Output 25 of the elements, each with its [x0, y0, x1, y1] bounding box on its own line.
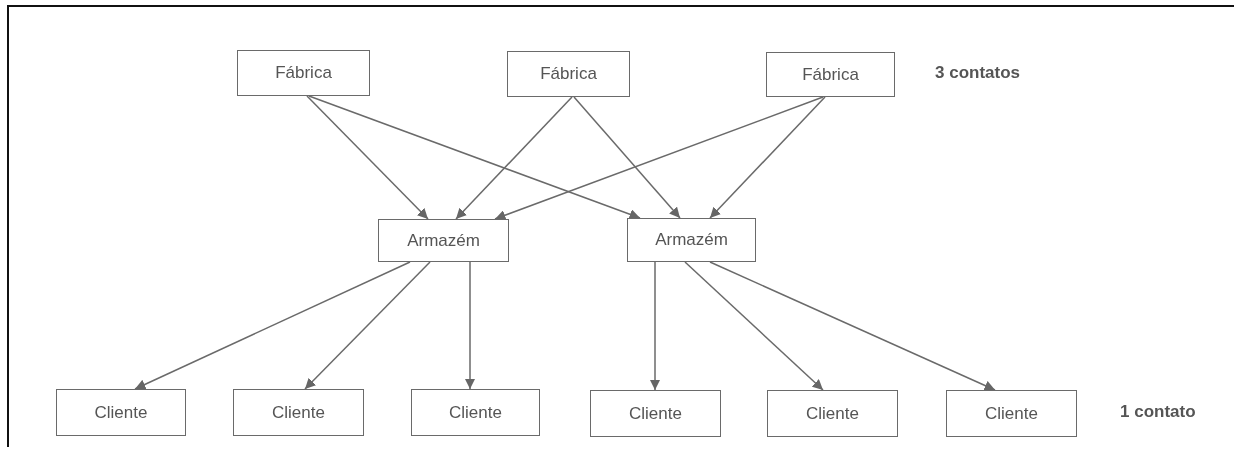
process-box: Fábrica [507, 51, 630, 97]
process-box: Fábrica [237, 50, 370, 96]
arrow [134, 261, 411, 390]
process-box: Fábrica [766, 52, 895, 97]
arrow [684, 261, 824, 391]
arrow [709, 261, 996, 391]
arrow [464, 261, 476, 390]
arrow [304, 261, 431, 390]
process-box: Armazém [627, 218, 756, 262]
process-box: Armazém [378, 219, 509, 262]
arrow [573, 96, 681, 219]
arrow [455, 96, 573, 220]
process-box: Cliente [411, 389, 540, 436]
process-box: Cliente [56, 389, 186, 436]
arrow [649, 261, 661, 391]
process-box: Cliente [233, 389, 364, 436]
level-note: 3 contatos [935, 63, 1021, 83]
arrow [494, 96, 824, 221]
arrow [709, 96, 826, 219]
arrow [306, 95, 429, 220]
process-box: Cliente [767, 390, 898, 437]
process-box: Cliente [946, 390, 1077, 437]
level-note: 1 contato [1120, 402, 1196, 422]
process-box: Cliente [590, 390, 721, 437]
arrow [308, 95, 641, 220]
